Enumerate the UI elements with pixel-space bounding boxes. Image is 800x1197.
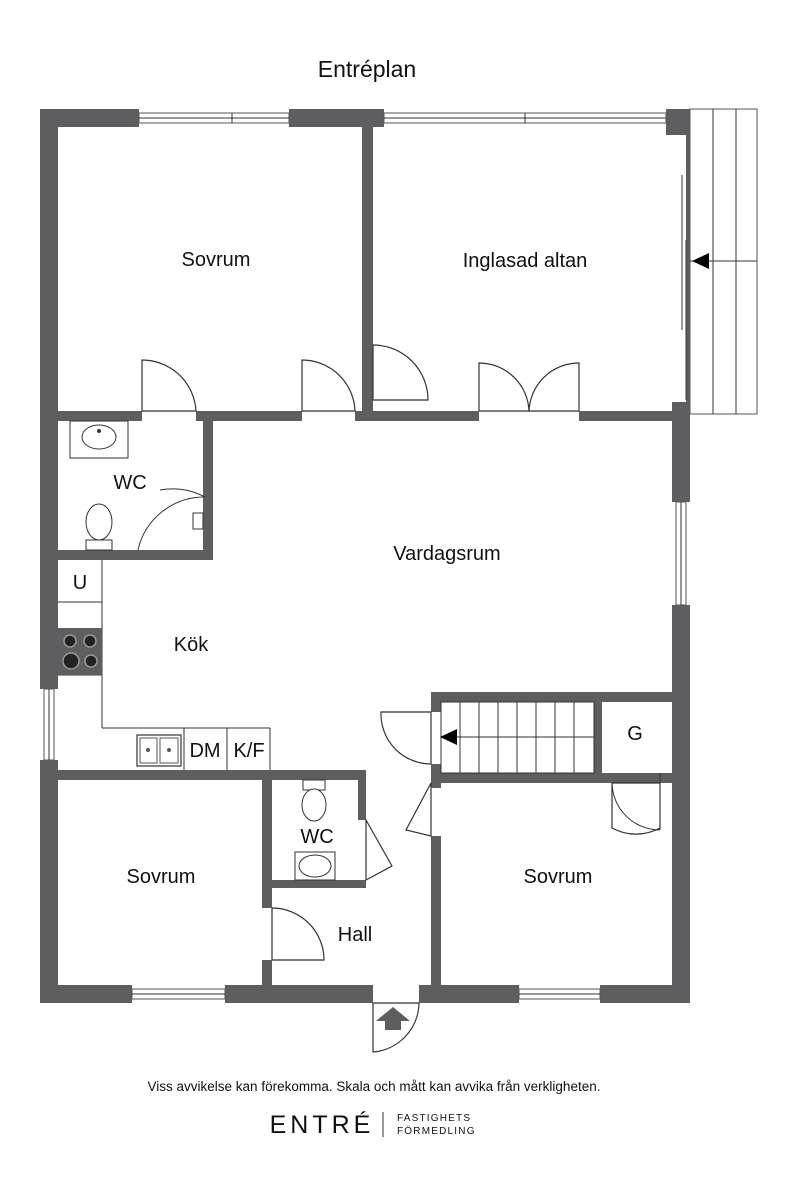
doors [137,344,661,1053]
exterior-walls [40,109,690,1003]
wc-top-fixtures [69,420,204,551]
stove [58,628,102,675]
front-door-arrow-icon [376,1007,410,1030]
room-label-wc-top: WC [113,472,146,494]
room-label-sovrum-bottom-left: Sovrum [127,866,196,888]
staircase [440,701,595,774]
stair-arrow-icon [440,729,457,745]
disclaimer-text: Viss avvikelse kan förekomma. Skala och … [148,1079,601,1094]
plan-title: Entréplan [318,56,416,82]
logo-text: ENTRÉ [270,1110,375,1139]
room-label-wc-bottom: WC [300,826,333,848]
room-label-vardagsrum: Vardagsrum [393,543,500,565]
room-label-sovrum-bottom-right: Sovrum [524,866,593,888]
interior-walls [58,127,690,985]
room-label-hall: Hall [338,924,372,946]
logo-subtext-2: FÖRMEDLING [397,1125,476,1137]
fixture-label-dm: DM [189,740,220,762]
fixture-label-kf: K/F [233,740,264,762]
room-label-garderob: G [627,723,643,745]
entrance-arrow-icon [692,253,709,269]
wc-bottom-fixtures [294,779,336,881]
windows [43,112,687,1000]
room-label-sovrum-top: Sovrum [182,249,251,271]
logo-subtext-1: FASTIGHETS [397,1113,471,1124]
fixture-label-u: U [73,572,87,594]
room-label-kok: Kök [174,634,209,656]
room-label-inglasad-altan: Inglasad altan [463,250,588,272]
kitchen-fixtures [58,560,271,770]
